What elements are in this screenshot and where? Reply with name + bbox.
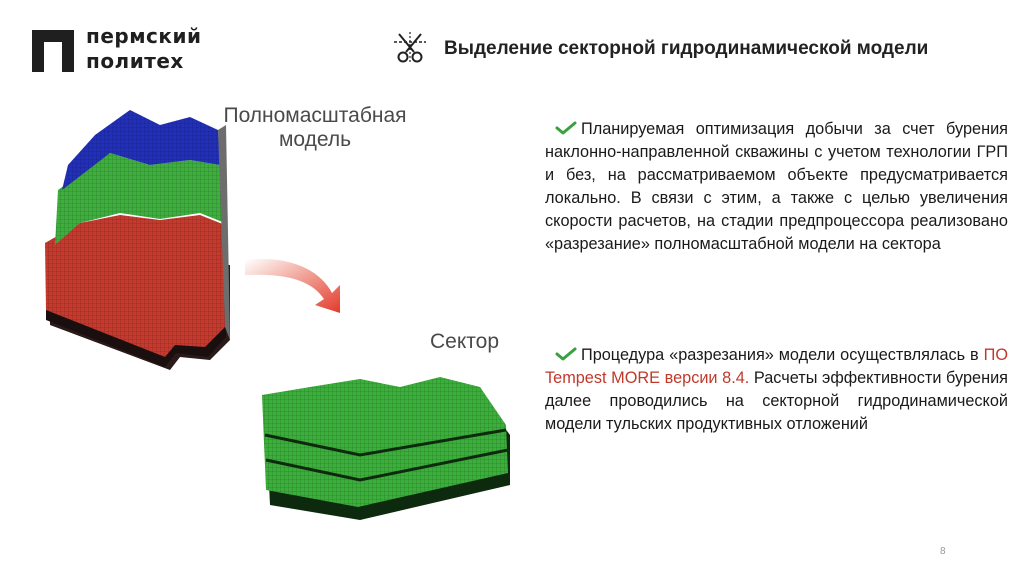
logo-text: пермский политех: [86, 24, 202, 74]
sector-model: [262, 377, 510, 520]
bullet-2: Процедура «разрезания» модели осуществля…: [545, 344, 1008, 436]
scissors-cut-icon: [394, 32, 426, 64]
bullet-2-text-before: Процедура «разрезания» модели осуществля…: [581, 346, 984, 364]
politech-logo: пермский политех: [32, 24, 232, 76]
check-icon: [555, 121, 577, 135]
page-title: Выделение секторной гидродинамической мо…: [444, 38, 929, 59]
software-version-highlight: ПО Tempest MORE версии 8.4.: [545, 346, 1008, 387]
check-icon: [555, 347, 577, 361]
bullet-1-text: Планируемая оптимизация добычи за счет б…: [545, 120, 1008, 253]
page-number: 8: [940, 546, 946, 557]
transition-arrow: [245, 259, 340, 313]
full-model-label: Полномасштабная модель: [223, 104, 407, 151]
logo-line-1: пермский: [86, 24, 202, 48]
model-illustration: [45, 110, 510, 520]
full-model: [45, 110, 230, 370]
bullet-1: Планируемая оптимизация добычи за счет б…: [545, 118, 1008, 256]
logo-mark-icon: [32, 30, 74, 72]
logo-line-2: политех: [86, 49, 184, 73]
sector-label: Сектор: [430, 330, 500, 353]
bullet-2-text-after: Расчеты эффективности бурения далее пров…: [545, 369, 1008, 433]
